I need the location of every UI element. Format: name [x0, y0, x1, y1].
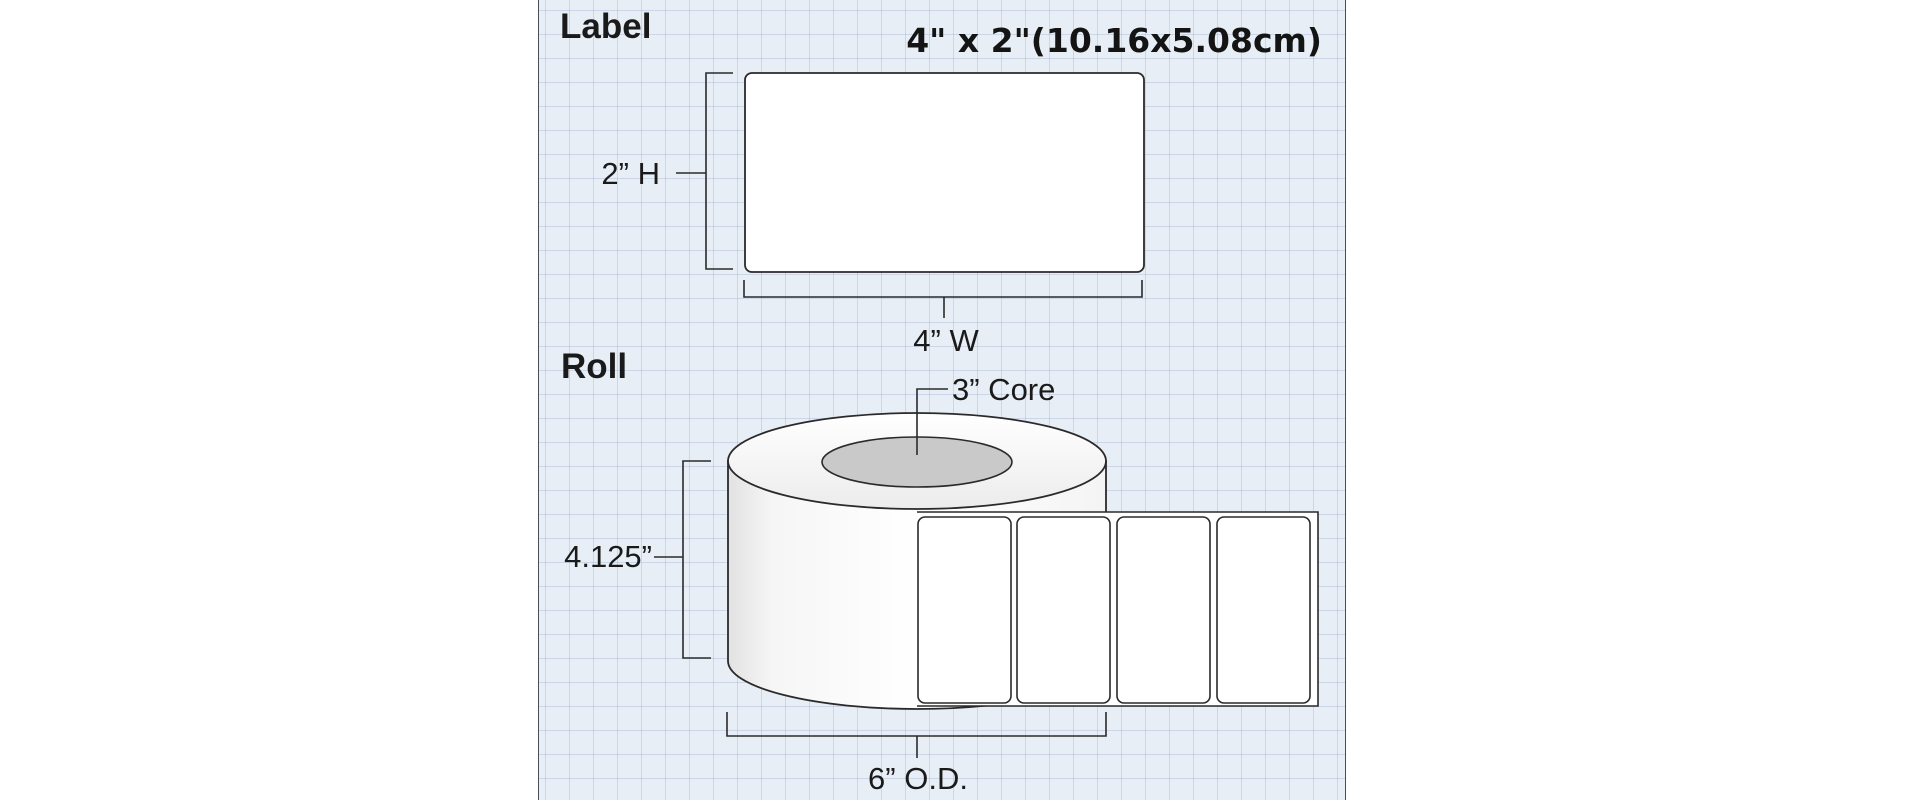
roll-width-text: 4.125”: [564, 539, 652, 574]
label-width-bracket: [743, 280, 1143, 298]
roll-heading: Roll: [561, 347, 627, 386]
label-heading: Label: [560, 7, 651, 46]
roll-width-bracket: [682, 460, 711, 659]
label-height-bracket: [705, 72, 733, 270]
label-size-title: 4" x 2"(10.16x5.08cm): [906, 21, 1322, 60]
label-height-text: 2” H: [601, 156, 660, 191]
roll-od-bracket: [726, 712, 1107, 737]
roll-core-text: 3” Core: [952, 372, 1055, 407]
label-width-text: 4” W: [913, 323, 979, 358]
roll-label: [1116, 516, 1211, 704]
roll-label: [1016, 516, 1111, 704]
roll-label: [1216, 516, 1311, 704]
roll-label: [917, 516, 1012, 704]
label-shape: [744, 72, 1145, 273]
roll-od-text: 6” O.D.: [868, 761, 968, 796]
roll-core-leader: [916, 388, 948, 455]
